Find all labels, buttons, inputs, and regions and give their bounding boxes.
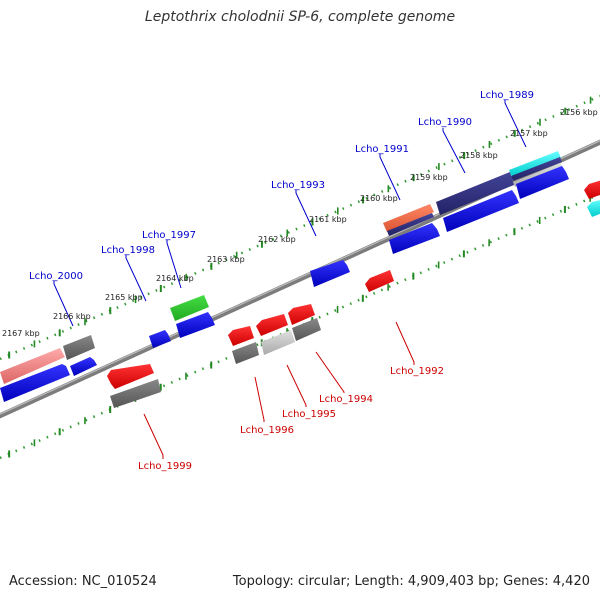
forward-gene-labels: Lcho_1989 Lcho_1990 Lcho_1991 Lcho_1993 … <box>29 90 534 282</box>
gene-feature-blue-fwd-2 <box>70 357 97 376</box>
leader-lcho-1991 <box>379 154 401 201</box>
gene-feature-green <box>170 295 209 321</box>
leader-lcho-1999 <box>143 413 164 459</box>
gene-feature-gray-fwd-1 <box>63 335 95 360</box>
reverse-leader-lines <box>143 321 415 459</box>
ruler-upper-ticks <box>8 96 592 359</box>
gene-feature-blue-fwd-4 <box>176 312 215 338</box>
leader-lcho-1990 <box>442 128 466 174</box>
leader-lcho-1992 <box>395 321 415 365</box>
leader-lcho-1993 <box>295 190 317 237</box>
leader-lcho-2000 <box>53 281 74 327</box>
gene-feature-navy-thin-2 <box>511 157 562 181</box>
gene-label-lcho-1990[interactable]: Lcho_1990 <box>418 117 472 128</box>
reverse-genes <box>107 180 600 408</box>
gene-feature-gray-rev-1994 <box>292 318 321 341</box>
gene-feature-blue-fwd-8 <box>516 166 569 199</box>
gene-label-lcho-1989[interactable]: Lcho_1989 <box>480 90 534 101</box>
leader-lcho-1998 <box>125 255 147 302</box>
kbp-label-2165: 2165 kbp <box>105 293 143 302</box>
gene-label-lcho-1997[interactable]: Lcho_1997 <box>142 230 196 241</box>
page-title: Leptothrix cholodnii SP-6, complete geno… <box>144 9 456 25</box>
gene-label-lcho-1994[interactable]: Lcho_1994 <box>319 394 373 405</box>
kbp-label-2167: 2167 kbp <box>2 329 40 338</box>
accession-text: Accession: NC_010524 <box>9 574 157 589</box>
kbp-label-2160: 2160 kbp <box>360 194 398 203</box>
gene-feature-red-rev-1996a <box>228 326 254 346</box>
gene-feature-cyan-rev-edge <box>587 200 600 217</box>
leader-lcho-1997 <box>166 240 182 289</box>
kbp-label-2166: 2166 kbp <box>53 312 91 321</box>
kbp-label-2156: 2156 kbp <box>560 108 598 117</box>
kbp-labels: 2156 kbp 2157 kbp 2158 kbp 2159 kbp 2160… <box>2 108 598 338</box>
gene-label-lcho-1992[interactable]: Lcho_1992 <box>390 366 444 377</box>
reverse-gene-labels: Lcho_1992 Lcho_1994 Lcho_1995 Lcho_1996 … <box>138 366 444 472</box>
gene-label-lcho-1993[interactable]: Lcho_1993 <box>271 180 325 191</box>
kbp-label-2161: 2161 kbp <box>309 215 347 224</box>
kbp-label-2159: 2159 kbp <box>410 173 448 182</box>
gene-feature-ltgray-rev-1995 <box>261 330 295 355</box>
gene-feature-red-rev-1994 <box>288 304 315 325</box>
gene-feature-pink <box>0 348 65 384</box>
kbp-label-2158: 2158 kbp <box>460 151 498 160</box>
gene-feature-red-rev-1992 <box>365 270 394 292</box>
gene-feature-blue-fwd-6 <box>389 223 440 254</box>
gene-feature-blue-fwd-7 <box>443 190 519 232</box>
gene-feature-navy-thin <box>387 213 434 236</box>
gene-feature-navy-large <box>436 172 514 215</box>
forward-leader-lines <box>53 100 527 327</box>
gene-feature-red-rev-edge <box>584 180 600 199</box>
gene-feature-salmon <box>383 204 434 232</box>
gene-feature-red-rev-1996b <box>256 314 288 336</box>
leader-lcho-1994 <box>315 351 345 393</box>
gene-feature-red-rev-1999 <box>107 364 154 389</box>
kbp-label-2162: 2162 kbp <box>258 235 296 244</box>
gene-label-lcho-1998[interactable]: Lcho_1998 <box>101 245 155 256</box>
leader-lcho-1989 <box>504 100 527 148</box>
forward-genes <box>0 151 569 402</box>
leader-lcho-1996 <box>254 376 265 422</box>
gene-label-lcho-2000[interactable]: Lcho_2000 <box>29 271 83 282</box>
kbp-label-2157: 2157 kbp <box>510 129 548 138</box>
gene-feature-cyan <box>509 151 561 177</box>
gene-label-lcho-1999[interactable]: Lcho_1999 <box>138 461 192 472</box>
gene-label-lcho-1996[interactable]: Lcho_1996 <box>240 425 294 436</box>
gene-feature-blue-fwd-3 <box>149 330 171 348</box>
gene-feature-gray-rev-left <box>110 379 161 408</box>
kbp-label-2163: 2163 kbp <box>207 255 245 264</box>
topology-text: Topology: circular; Length: 4,909,403 bp… <box>232 574 590 589</box>
ruler-lower-ticks <box>8 194 591 458</box>
gene-feature-blue-fwd-5 <box>310 260 350 287</box>
gene-label-lcho-1991[interactable]: Lcho_1991 <box>355 144 409 155</box>
gene-label-lcho-1995[interactable]: Lcho_1995 <box>282 409 336 420</box>
leader-lcho-1995 <box>286 364 307 407</box>
gene-feature-gray-rev-1996 <box>232 342 259 364</box>
gene-feature-blue-fwd-left <box>0 364 70 402</box>
kbp-label-2164: 2164 kbp <box>156 274 194 283</box>
